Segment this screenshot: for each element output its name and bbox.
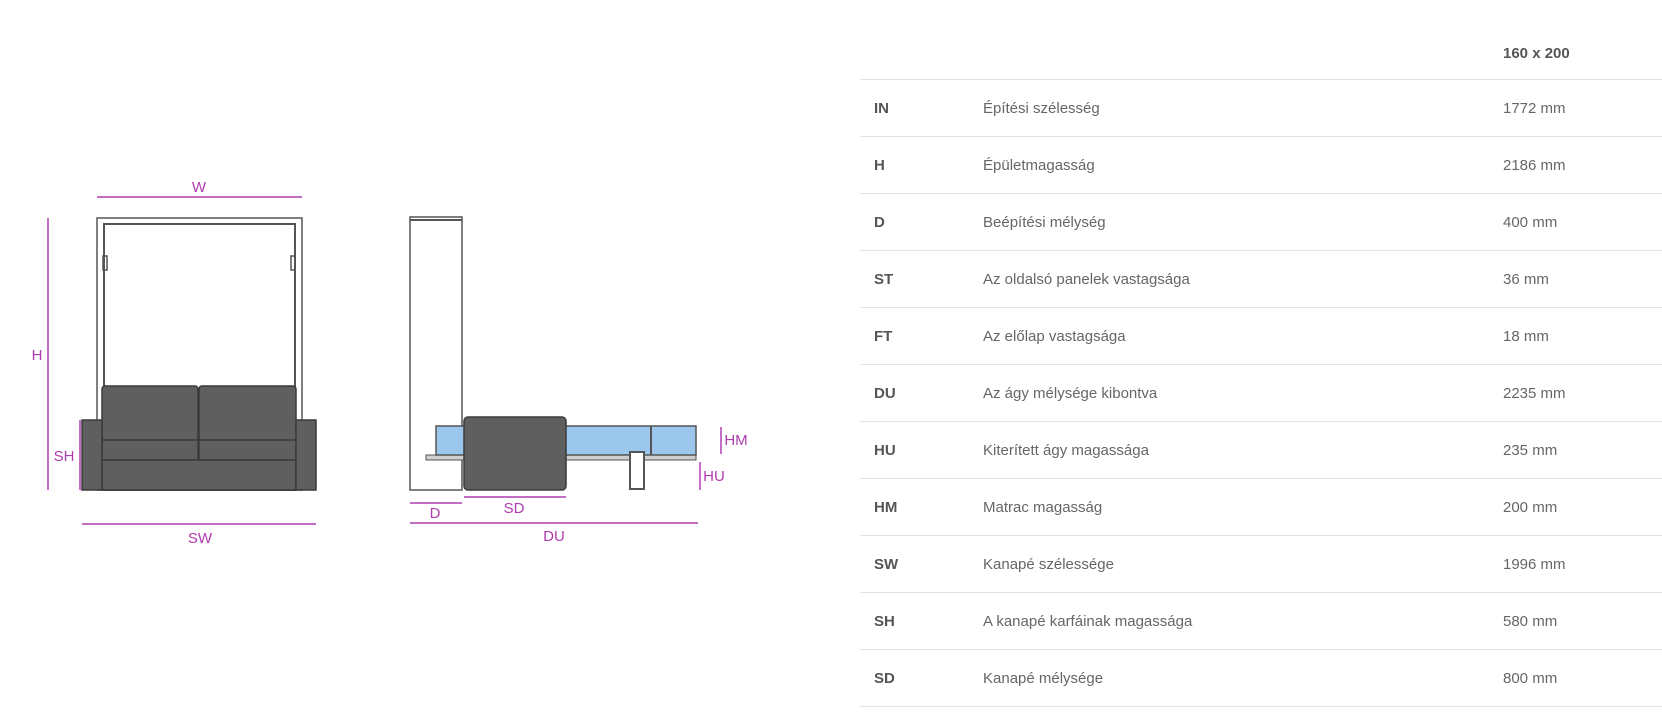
row-code: H: [860, 136, 983, 194]
spec-table: 160 x 200 IN Építési szélesség 1772 mm H…: [860, 27, 1662, 707]
label-sw: SW: [188, 530, 213, 547]
table-row: IN Építési szélesség 1772 mm: [860, 79, 1662, 137]
row-code: IN: [860, 79, 983, 137]
label-sd: SD: [504, 500, 525, 517]
sofa-side: [463, 416, 567, 491]
sofa-backrest-left: [101, 385, 199, 442]
row-label: Kanapé szélessége: [983, 535, 1503, 593]
row-code: SW: [860, 535, 983, 593]
row-value: 235 mm: [1503, 421, 1662, 479]
row-value: 1996 mm: [1503, 535, 1662, 593]
bed-leg: [629, 451, 645, 490]
sofa-arm-right: [295, 419, 317, 491]
diagram-svg: W H SH SW D SD DU HM HU: [32, 179, 748, 547]
row-value: 580 mm: [1503, 592, 1662, 650]
spec-table-header: 160 x 200: [860, 27, 1662, 80]
row-value: 18 mm: [1503, 307, 1662, 365]
row-code: DU: [860, 364, 983, 422]
label-hu: HU: [703, 468, 725, 485]
row-code: SD: [860, 649, 983, 707]
row-value: 2235 mm: [1503, 364, 1662, 422]
row-code: SH: [860, 592, 983, 650]
row-value: 400 mm: [1503, 193, 1662, 251]
sofa-seat-left: [101, 439, 199, 461]
label-sh: SH: [54, 448, 75, 465]
table-row: D Beépítési mélység 400 mm: [860, 193, 1662, 251]
sofa-arm-left: [81, 419, 103, 491]
row-label: Kanapé mélysége: [983, 649, 1503, 707]
front-view: [47, 196, 317, 525]
label-h: H: [32, 347, 43, 364]
row-label: Matrac magasság: [983, 478, 1503, 536]
label-w: W: [192, 179, 207, 196]
table-row: HM Matrac magasság 200 mm: [860, 478, 1662, 536]
row-label: Az előlap vastagsága: [983, 307, 1503, 365]
table-row: DU Az ágy mélysége kibontva 2235 mm: [860, 364, 1662, 422]
row-value: 1772 mm: [1503, 79, 1662, 137]
table-row: SW Kanapé szélessége 1996 mm: [860, 535, 1662, 593]
row-value: 800 mm: [1503, 649, 1662, 707]
label-d: D: [430, 505, 441, 522]
front-hinge-right: [290, 255, 296, 271]
header-size: 160 x 200: [1503, 27, 1662, 80]
row-code: D: [860, 193, 983, 251]
table-row: ST Az oldalsó panelek vastagsága 36 mm: [860, 250, 1662, 308]
row-label: Az oldalsó panelek vastagsága: [983, 250, 1503, 308]
row-label: Épületmagasság: [983, 136, 1503, 194]
row-value: 36 mm: [1503, 250, 1662, 308]
row-code: HM: [860, 478, 983, 536]
sofa-backrest-right: [198, 385, 297, 442]
row-code: HU: [860, 421, 983, 479]
row-code: ST: [860, 250, 983, 308]
row-code: FT: [860, 307, 983, 365]
dimension-diagram: W H SH SW D SD DU HM HU: [0, 0, 760, 723]
row-label: Az ágy mélysége kibontva: [983, 364, 1503, 422]
row-value: 200 mm: [1503, 478, 1662, 536]
table-row: SH A kanapé karfáinak magassága 580 mm: [860, 592, 1662, 650]
label-du: DU: [543, 528, 565, 545]
row-label: Beépítési mélység: [983, 193, 1503, 251]
row-label: Építési szélesség: [983, 79, 1503, 137]
row-label: A kanapé karfáinak magassága: [983, 592, 1503, 650]
table-row: H Épületmagasság 2186 mm: [860, 136, 1662, 194]
header-spacer-code: [860, 27, 983, 80]
side-view: [409, 216, 722, 524]
table-row: SD Kanapé mélysége 800 mm: [860, 649, 1662, 707]
sofa-seat-right: [198, 439, 297, 461]
row-label: Kiterített ágy magassága: [983, 421, 1503, 479]
sofa-base: [101, 459, 297, 491]
row-value: 2186 mm: [1503, 136, 1662, 194]
header-spacer-label: [983, 27, 1503, 80]
table-row: FT Az előlap vastagsága 18 mm: [860, 307, 1662, 365]
table-row: HU Kiterített ágy magassága 235 mm: [860, 421, 1662, 479]
front-hinge-left: [102, 255, 108, 271]
label-hm: HM: [724, 432, 747, 449]
